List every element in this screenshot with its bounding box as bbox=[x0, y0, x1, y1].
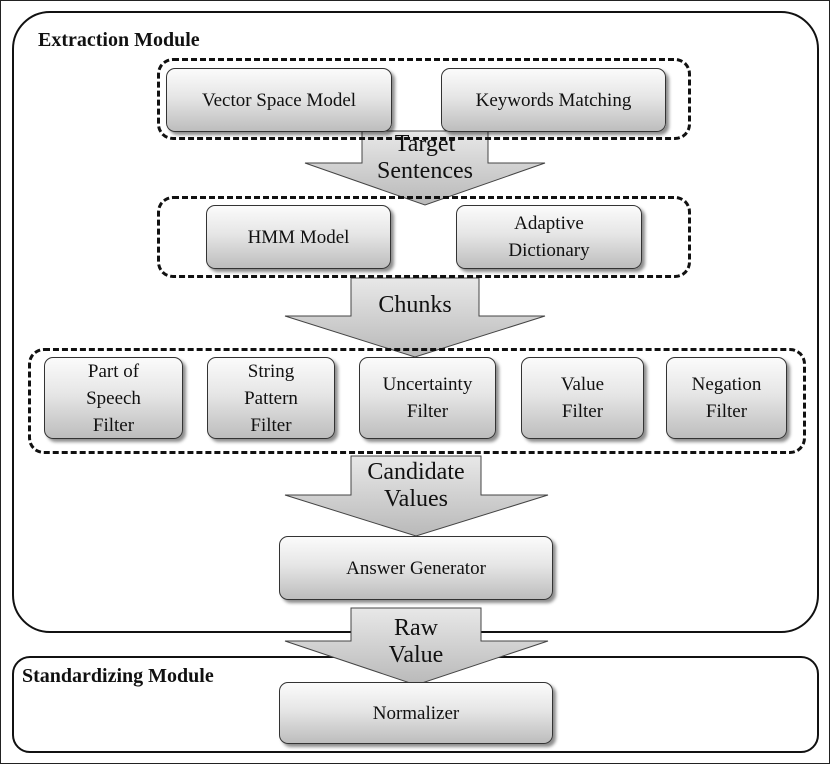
arrow-raw-value bbox=[284, 607, 549, 686]
label-raw-value: Raw Value bbox=[388, 615, 444, 668]
adaptive-dictionary-label: Adaptive Dictionary bbox=[508, 213, 590, 261]
uncertainty-filter-label: Uncertainty Filter bbox=[382, 374, 473, 422]
label-candidate-values: Candidate Values bbox=[367, 459, 465, 512]
retrieval-group bbox=[157, 58, 691, 140]
arrow-chunks bbox=[284, 277, 546, 358]
standardizing-module-title: Standardizing Module bbox=[22, 665, 214, 687]
label-chunks: Chunks bbox=[378, 292, 452, 318]
adaptive-dictionary-box: Adaptive Dictionary bbox=[456, 205, 642, 269]
filter-group bbox=[28, 348, 806, 454]
hmm-model-box: HMM Model bbox=[206, 205, 391, 269]
value-filter-label: Value Filter bbox=[560, 374, 605, 422]
answer-generator-label: Answer Generator bbox=[346, 557, 486, 579]
answer-generator-box: Answer Generator bbox=[279, 536, 553, 600]
negation-filter-box: Negation Filter bbox=[666, 357, 787, 439]
label-target-sentences: Target Sentences bbox=[377, 131, 473, 184]
arrow-target-sentences bbox=[304, 130, 546, 206]
negation-filter-label: Negation Filter bbox=[691, 374, 762, 422]
vector-space-model-box: Vector Space Model bbox=[166, 68, 392, 132]
part-of-speech-filter-box: Part of Speech Filter bbox=[44, 357, 183, 439]
value-filter-box: Value Filter bbox=[521, 357, 644, 439]
arrow-candidate-values bbox=[284, 455, 549, 537]
part-of-speech-filter-label: Part of Speech Filter bbox=[86, 360, 141, 436]
keywords-matching-label: Keywords Matching bbox=[475, 89, 632, 111]
chunking-group bbox=[157, 196, 691, 278]
keywords-matching-box: Keywords Matching bbox=[441, 68, 666, 132]
string-pattern-filter-box: String Pattern Filter bbox=[207, 357, 335, 439]
vector-space-model-label: Vector Space Model bbox=[201, 89, 357, 111]
uncertainty-filter-box: Uncertainty Filter bbox=[359, 357, 496, 439]
normalizer-box: Normalizer bbox=[279, 682, 553, 744]
hmm-model-label: HMM Model bbox=[247, 226, 350, 248]
string-pattern-filter-label: String Pattern Filter bbox=[244, 360, 298, 436]
normalizer-label: Normalizer bbox=[372, 702, 460, 724]
extraction-module-title: Extraction Module bbox=[38, 29, 200, 51]
